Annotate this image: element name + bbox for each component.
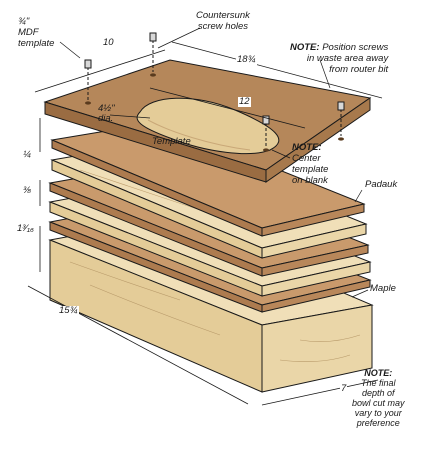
mdf-template-label: ¾" MDF template <box>18 16 55 49</box>
countersunk-label: Countersunk screw holes <box>196 10 250 32</box>
dim-15-3-4: 15¾ <box>58 305 79 316</box>
dim-10: 10 <box>102 37 115 48</box>
hole-dia-label: 4½" dia. <box>98 103 115 124</box>
maple-label: Maple <box>370 283 396 294</box>
screws <box>84 32 345 147</box>
padauk-label: Padauk <box>365 179 398 190</box>
note-screws: NOTE: Position screws in waste area away… <box>290 42 389 75</box>
dim-three-eighths: ⅜ <box>22 185 32 196</box>
note-center: NOTE: Center template on blank <box>292 142 329 186</box>
dim-1-3-16: 1³⁄₁₆ <box>16 223 35 234</box>
leader-lines <box>59 27 369 298</box>
template-label: Template <box>152 136 191 147</box>
mdf-template <box>43 59 372 183</box>
note-depth: NOTE: The final depth of bowl cut may va… <box>352 368 405 428</box>
dimension-lines <box>27 41 383 406</box>
dim-quarter: ¼ <box>22 149 32 160</box>
padauk-layer-top <box>50 121 366 237</box>
dim-18-3-4: 18¾ <box>236 54 257 65</box>
dim-7: 7 <box>340 383 348 394</box>
dim-12: 12 <box>238 96 251 107</box>
